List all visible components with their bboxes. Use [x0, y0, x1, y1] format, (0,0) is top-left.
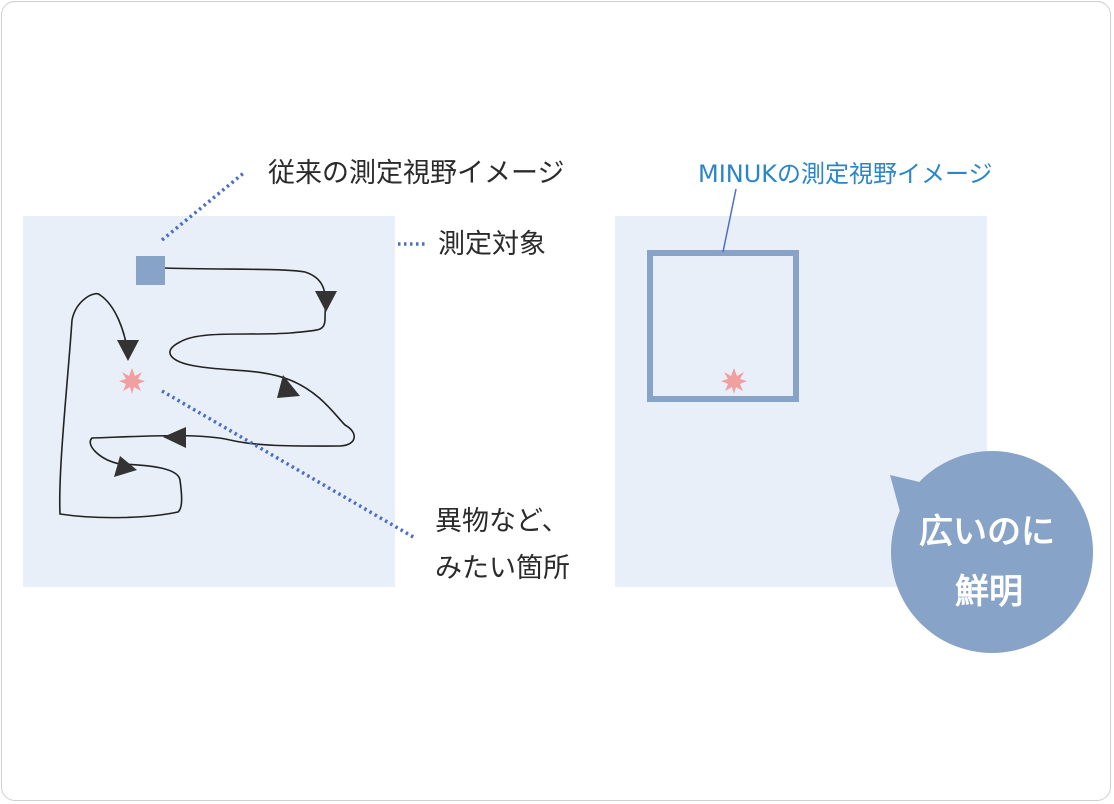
- minuk-view-frame: [647, 250, 799, 402]
- defect-label-line1: 異物など、: [435, 506, 569, 537]
- bubble-line1: 広いのに: [919, 512, 1055, 552]
- speech-bubble: 広いのに 鮮明: [890, 451, 1093, 653]
- minuk-title: MINUKの測定視野イメージ: [698, 160, 993, 188]
- target-label: 測定対象: [438, 229, 546, 260]
- conventional-field: [23, 216, 395, 587]
- bubble-line2: 鮮明: [955, 572, 1023, 612]
- arrow-icon: [117, 340, 139, 361]
- arrow-icon: [163, 427, 186, 448]
- leader-line-defect: [161, 389, 416, 540]
- scan-path: [58, 267, 355, 519]
- conventional-view-square: [136, 256, 165, 285]
- arrow-icon: [315, 291, 337, 312]
- arrow-icon: [114, 456, 137, 477]
- defect-label-line2: みたい箇所: [435, 553, 570, 584]
- leader-line-minuk: [722, 188, 737, 253]
- arrow-icon: [277, 375, 300, 398]
- conventional-title: 従来の測定視野イメージ: [268, 158, 564, 189]
